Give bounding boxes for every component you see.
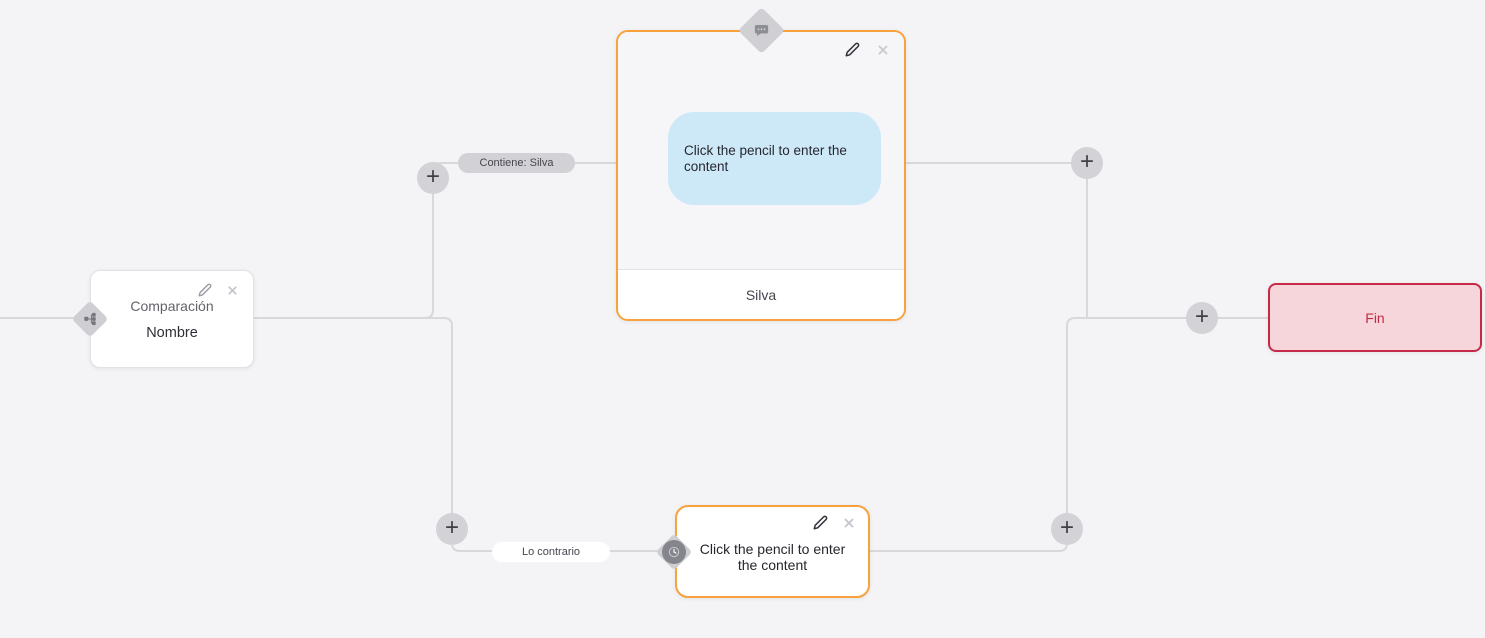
- close-icon: [844, 518, 854, 527]
- plus-icon: +: [425, 163, 440, 190]
- edge-timer-to-end: [870, 317, 1268, 552]
- edge-label-otherwise[interactable]: Lo contrario: [492, 542, 610, 562]
- end-node[interactable]: Fin: [1268, 283, 1482, 352]
- edge-label-contains[interactable]: Contiene: Silva: [458, 153, 575, 173]
- branch-icon: [84, 312, 96, 326]
- edge-condition-to-timer: [254, 317, 662, 552]
- message-node-body: Click the pencil to enter the content: [618, 32, 904, 269]
- condition-node[interactable]: Comparación Nombre: [90, 270, 254, 368]
- add-button-end-in[interactable]: +: [1186, 302, 1218, 334]
- add-button-branch-true[interactable]: +: [417, 162, 449, 194]
- close-button[interactable]: [876, 43, 890, 57]
- message-node[interactable]: Click the pencil to enter the content Si…: [616, 30, 906, 321]
- condition-diamond-badge: [71, 300, 109, 338]
- message-bubble: Click the pencil to enter the content: [668, 112, 881, 205]
- pencil-icon: [198, 283, 212, 297]
- edge-message-to-end: [906, 162, 1088, 318]
- pencil-icon: [845, 42, 860, 57]
- close-button[interactable]: [842, 516, 856, 530]
- plus-icon: +: [1194, 303, 1209, 330]
- plus-icon: +: [444, 514, 459, 541]
- condition-node-subtitle: Nombre: [146, 325, 198, 341]
- plus-icon: +: [1079, 148, 1094, 175]
- message-bubble-text: Click the pencil to enter the content: [684, 142, 847, 174]
- timer-diamond-badge: [655, 533, 693, 571]
- chat-bubble-icon: [754, 24, 769, 37]
- message-diamond-badge: [738, 7, 785, 54]
- message-node-footer: Silva: [618, 269, 904, 319]
- condition-node-title: Comparación: [130, 298, 214, 314]
- add-button-message-out[interactable]: +: [1071, 147, 1103, 179]
- edit-button[interactable]: [198, 283, 212, 297]
- close-icon: [228, 285, 237, 295]
- timer-node[interactable]: Click the pencil to enter the content: [675, 505, 870, 598]
- close-icon: [878, 45, 888, 54]
- edit-button[interactable]: [845, 42, 860, 57]
- add-button-branch-false[interactable]: +: [436, 513, 468, 545]
- add-button-timer-out[interactable]: +: [1051, 513, 1083, 545]
- edit-button[interactable]: [813, 515, 828, 530]
- pencil-icon: [813, 515, 828, 530]
- plus-icon: +: [1059, 514, 1074, 541]
- clock-icon: [668, 546, 680, 558]
- close-button[interactable]: [226, 284, 239, 297]
- timer-node-text: Click the pencil to enter the content: [699, 540, 846, 573]
